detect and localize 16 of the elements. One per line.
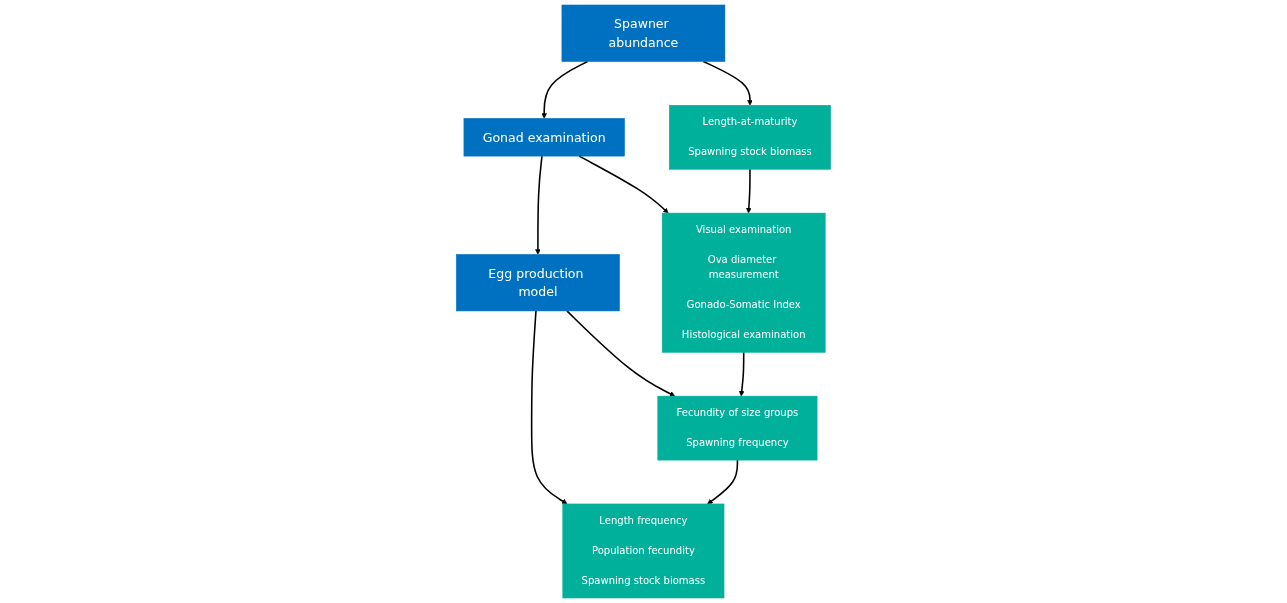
arrow: [566, 310, 676, 397]
node-box: Fecundity of size groups Spawning frequency: [657, 395, 818, 461]
arrow: [541, 60, 589, 119]
node-box: Length frequency Population fecundity Spawning stock biomass: [562, 503, 725, 599]
arrow: [746, 168, 752, 214]
arrow: [739, 351, 745, 397]
arrow: [707, 459, 739, 505]
arrow: [578, 155, 669, 214]
arrow: [530, 310, 568, 505]
node-box: Visual examination Ova diameter measurement Gonado-Somatic Index Histological examination: [661, 212, 826, 353]
node-box: Gonad examination: [463, 118, 625, 157]
node-box: Length-at-maturity Spawning stock biomass: [669, 105, 831, 170]
arrow: [702, 60, 753, 106]
arrow: [535, 155, 543, 255]
node-box: Spawner abundance: [561, 4, 726, 62]
node-box: Egg production model: [456, 254, 620, 312]
